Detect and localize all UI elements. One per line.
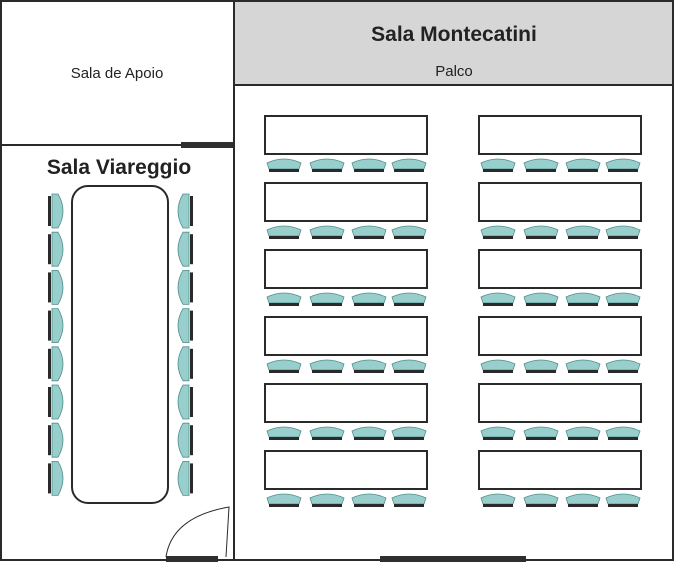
chair (605, 292, 641, 306)
chair (309, 158, 345, 172)
chair (565, 158, 601, 172)
chair (391, 225, 427, 239)
chair (309, 493, 345, 507)
chair (565, 225, 601, 239)
chair (309, 359, 345, 373)
chair (266, 225, 302, 239)
chair (48, 270, 64, 305)
table (264, 182, 428, 222)
chair (391, 493, 427, 507)
chair (391, 359, 427, 373)
sala-montecatini-title: Sala Montecatini (371, 23, 537, 46)
montecatini-seating (264, 115, 642, 507)
table (478, 182, 642, 222)
chair (565, 426, 601, 440)
chair (351, 225, 387, 239)
chair (523, 426, 559, 440)
chair (351, 426, 387, 440)
chair (523, 292, 559, 306)
chair (391, 426, 427, 440)
sala-apoio-label: Sala de Apoio (71, 65, 164, 82)
chair (177, 461, 193, 496)
table (264, 383, 428, 423)
chair (266, 158, 302, 172)
chair (565, 493, 601, 507)
montecatini-entrance (380, 556, 526, 562)
sala-viareggio-title: Sala Viareggio (47, 156, 191, 179)
chair (605, 359, 641, 373)
chair (605, 493, 641, 507)
chair (605, 426, 641, 440)
viareggio-door (166, 556, 218, 562)
chair (177, 193, 193, 229)
chair (391, 158, 427, 172)
chair (480, 225, 516, 239)
chair (351, 158, 387, 172)
chair (177, 346, 193, 382)
chair (266, 359, 302, 373)
chair (266, 493, 302, 507)
apoio-door (181, 142, 233, 148)
chair (351, 292, 387, 306)
chair (309, 292, 345, 306)
table (264, 316, 428, 356)
chair (605, 158, 641, 172)
chair (480, 493, 516, 507)
chair (309, 225, 345, 239)
table (264, 249, 428, 289)
table (478, 249, 642, 289)
chair (605, 225, 641, 239)
chair (177, 270, 193, 305)
chair (177, 308, 193, 343)
chair (177, 231, 193, 267)
chair (480, 158, 516, 172)
stage-area (234, 1, 673, 85)
chair (266, 292, 302, 306)
chair (480, 292, 516, 306)
table (264, 115, 428, 155)
chair (266, 426, 302, 440)
chair (48, 461, 64, 496)
chair (48, 346, 64, 382)
chair (177, 422, 193, 458)
chair (177, 384, 193, 420)
stage-label: Palco (435, 63, 473, 80)
viareggio-table (71, 185, 169, 504)
table (478, 450, 642, 490)
chair (480, 359, 516, 373)
chair (48, 384, 64, 420)
chair (48, 193, 64, 229)
door-swing (165, 506, 230, 558)
chair (351, 493, 387, 507)
table (264, 450, 428, 490)
chair (48, 422, 64, 458)
chair (523, 493, 559, 507)
table (478, 115, 642, 155)
chair (480, 426, 516, 440)
chair (48, 231, 64, 267)
chair (523, 158, 559, 172)
chair (48, 308, 64, 343)
chair (565, 292, 601, 306)
chair (565, 359, 601, 373)
table (478, 316, 642, 356)
chair (391, 292, 427, 306)
table (478, 383, 642, 423)
chair (523, 359, 559, 373)
chair (523, 225, 559, 239)
chair (309, 426, 345, 440)
viareggio-seating (48, 193, 193, 496)
chair (351, 359, 387, 373)
